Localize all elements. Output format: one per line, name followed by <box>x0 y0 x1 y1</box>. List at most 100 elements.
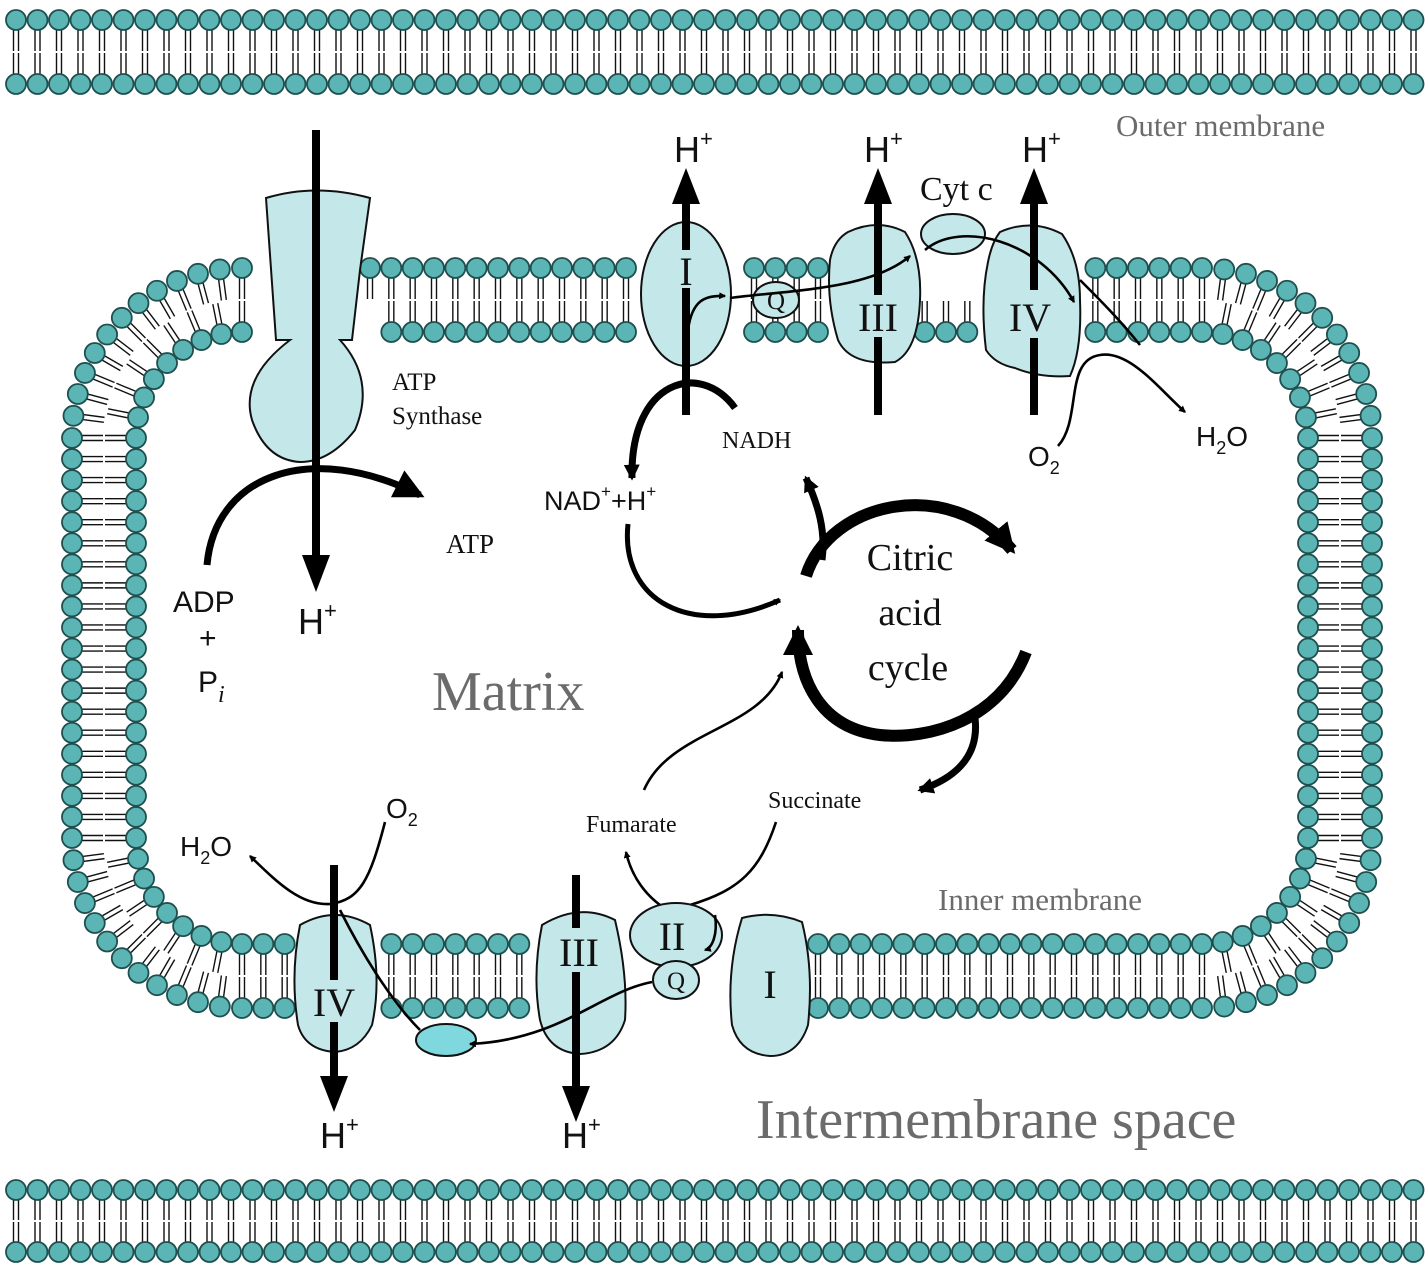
lipid-head <box>585 1179 608 1201</box>
lipid-head <box>1402 1179 1425 1201</box>
lipid-head <box>112 73 135 95</box>
lipid-head <box>1235 262 1257 285</box>
lipid-head <box>125 553 147 576</box>
lipid-head <box>508 997 531 1019</box>
lipid-head <box>26 9 49 31</box>
lipid-head <box>156 352 178 374</box>
lipid-head <box>499 1241 522 1263</box>
lipid-head <box>435 9 457 31</box>
lipid-head <box>1211 931 1234 953</box>
lipid-head <box>1355 383 1378 405</box>
lipid-head <box>951 9 973 31</box>
lipid-head <box>263 1241 285 1263</box>
lipid-head <box>61 427 83 449</box>
lipid-head <box>69 1241 92 1263</box>
lipid-head <box>892 933 915 955</box>
lipid-head <box>779 73 801 95</box>
lipid-head <box>1297 742 1319 765</box>
lipid-head <box>499 9 522 31</box>
lipid-head <box>1101 1179 1124 1201</box>
lipid-head <box>1276 279 1298 302</box>
lipid-head <box>392 73 414 95</box>
lipid-head <box>1037 1241 1059 1263</box>
lipid-head <box>1020 997 1043 1019</box>
lipid-head <box>1273 1241 1296 1263</box>
lipid-head <box>935 321 957 343</box>
lipid-head <box>306 1179 328 1201</box>
lipid-head <box>26 1241 49 1263</box>
lipid-head <box>929 1241 952 1263</box>
lipid-head <box>198 73 221 95</box>
lipid-head <box>1359 849 1382 872</box>
lipid-head <box>1297 721 1319 744</box>
lipid-head <box>714 1179 737 1201</box>
lipid-head <box>529 321 552 343</box>
lipid-head <box>1276 974 1298 997</box>
lipid-head <box>5 1241 27 1263</box>
lipid-head <box>929 9 952 31</box>
lipid-head <box>444 321 467 343</box>
lipid-head <box>61 827 83 849</box>
lipid-head <box>1080 9 1102 31</box>
plus-sign: + <box>199 622 217 655</box>
lipid-head <box>1256 270 1278 292</box>
lipid-head <box>1063 997 1085 1019</box>
lipid-head <box>1273 9 1296 31</box>
lipid-head <box>1020 933 1043 955</box>
lipid-head <box>284 9 307 31</box>
lipid-head <box>800 9 823 31</box>
lipid-head <box>1338 1179 1360 1201</box>
oxygen-label-bottom: O2 <box>386 793 418 830</box>
lipid-head <box>1297 448 1319 470</box>
lipid-head <box>865 9 887 31</box>
lipid-head <box>61 637 83 660</box>
lipid-head <box>370 73 393 95</box>
lipid-head <box>551 257 573 279</box>
lipid-head <box>349 73 371 95</box>
lipid-head <box>1297 595 1319 618</box>
lipid-head <box>177 9 199 31</box>
lipid-head <box>69 1179 92 1201</box>
lipid-head <box>843 9 866 31</box>
lipid-head <box>61 806 83 828</box>
atp-synthase <box>203 130 425 592</box>
lipid-head <box>61 784 83 807</box>
lipid-head <box>521 73 543 95</box>
complex-iv-to-water-top <box>1079 279 1142 346</box>
lipid-head <box>1166 73 1188 95</box>
lipid-head <box>133 867 155 890</box>
lipid-head <box>714 73 737 95</box>
lipid-head <box>263 9 285 31</box>
lipid-head <box>1297 553 1319 576</box>
lipid-head <box>1230 9 1253 31</box>
lipid-head <box>1361 784 1383 807</box>
lipid-head <box>994 1241 1016 1263</box>
lipid-head <box>62 404 85 427</box>
lipid-head <box>1361 427 1383 449</box>
lipid-head <box>564 1179 586 1201</box>
lipid-head <box>615 321 637 343</box>
lipid-head <box>413 1179 436 1201</box>
lipid-head <box>1402 1241 1425 1263</box>
cycle-label-line1: Citric <box>867 537 954 579</box>
lipid-head <box>198 1179 221 1201</box>
lipid-head <box>585 1241 608 1263</box>
lipid-head <box>693 1179 715 1201</box>
lipid-head <box>1144 1179 1167 1201</box>
oxygen-label-top: O2 <box>1028 441 1060 478</box>
fumarate-to-cycle-arrow <box>642 670 784 791</box>
lipid-head <box>190 329 213 351</box>
lipid-head <box>112 9 135 31</box>
lipid-head <box>61 700 83 723</box>
lipid-head <box>231 933 253 955</box>
lipid-head <box>401 933 424 955</box>
lipid-head <box>74 362 96 384</box>
lipid-head <box>125 679 147 702</box>
lipid-head <box>607 9 629 31</box>
lipid-head <box>1361 806 1383 828</box>
lipid-head <box>1080 1179 1102 1201</box>
lipid-head <box>306 73 328 95</box>
lipid-head <box>1123 9 1145 31</box>
water-label-top: H2O <box>1196 421 1248 458</box>
lipid-head <box>1289 386 1311 409</box>
